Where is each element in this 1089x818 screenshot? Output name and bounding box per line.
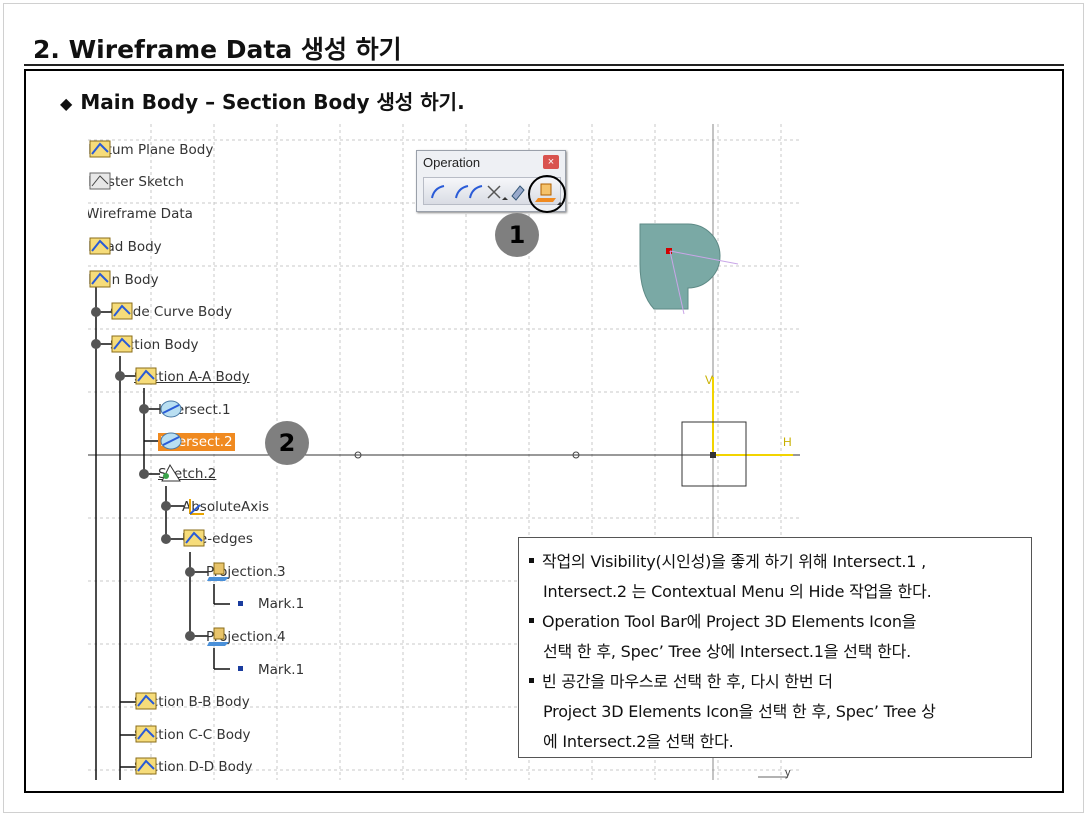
- shape-axis-h: [669, 250, 739, 265]
- sketch-body-icon: [89, 172, 111, 190]
- tree-item-wireframe-data[interactable]: Wireframe Data: [88, 202, 193, 226]
- projection-icon: [207, 627, 229, 646]
- project-3d-elements-icon[interactable]: [527, 174, 567, 214]
- tree-item-use-edges[interactable]: Use-edges: [182, 527, 253, 551]
- y-axis-label: y: [785, 767, 791, 779]
- tree-item-section-a-a-body[interactable]: Section A-A Body: [134, 365, 250, 389]
- note-line: Project 3D Elements Icon을 선택 한 후, Spec’ …: [543, 698, 936, 722]
- square-bullet-icon: [529, 558, 534, 563]
- intersect-icon: [160, 400, 182, 418]
- shape-origin-point: [666, 248, 672, 254]
- tree-item-intersect-1[interactable]: Intersect.1: [158, 398, 231, 422]
- step-marker-2: 2: [265, 421, 309, 465]
- tree-item-label: Master Sketch: [88, 174, 184, 190]
- tree-item-mark-1-b[interactable]: Mark.1: [258, 658, 304, 682]
- note-text: Intersect.2 는 Contextual Menu 의 Hide 작업을…: [543, 582, 932, 601]
- corner-icon: [431, 185, 445, 199]
- tree-item-label: Section D-D Body: [134, 759, 253, 775]
- tree-item-mark-1-a[interactable]: Mark.1: [258, 592, 304, 616]
- tree-item-label: Wireframe Data: [88, 206, 193, 222]
- tree-item-datum-plane-body[interactable]: Datum Plane Body: [88, 138, 213, 162]
- title-divider: [24, 64, 1064, 66]
- toolbar-title: Operation: [423, 155, 481, 170]
- body-icon: [183, 529, 205, 547]
- tree-connectors: [95, 279, 230, 780]
- note-line: Operation Tool Bar에 Project 3D Elements …: [529, 608, 916, 632]
- note-line: Intersect.2 는 Contextual Menu 의 Hide 작업을…: [543, 578, 932, 602]
- projection-icon: [207, 562, 229, 581]
- body-icon: [135, 367, 157, 385]
- tree-item-projection-4[interactable]: Projection.4: [206, 625, 286, 649]
- body-icon: [135, 725, 157, 743]
- tree-item-label: Mark.1: [258, 662, 305, 678]
- v-axis-label: V: [705, 373, 713, 387]
- tree-item-main-body[interactable]: Main Body: [88, 268, 159, 292]
- axis-point-2: [572, 451, 580, 459]
- tree-item-section-d-d-body[interactable]: Section D-D Body: [134, 755, 252, 779]
- symmetry-icon: [511, 185, 525, 201]
- note-text: 에 Intersect.2을 선택 한다.: [543, 732, 734, 751]
- tree-item-label: Section C-C Body: [134, 727, 251, 743]
- note-text: Project 3D Elements Icon을 선택 한 후, Spec’ …: [543, 702, 936, 721]
- axis-icon: [189, 499, 204, 515]
- axis-point-1: [354, 451, 362, 459]
- trim-icon: [487, 185, 508, 200]
- tree-item-label: Section A-A Body: [134, 369, 250, 385]
- page-title: 2. Wireframe Data 생성 하기: [33, 35, 402, 64]
- tree-item-sketch-2[interactable]: Sketch.2: [158, 462, 216, 486]
- tree-item-section-b-b-body[interactable]: Section B-B Body: [134, 690, 250, 714]
- sketch-origin: [710, 452, 716, 458]
- note-text: Operation Tool Bar에 Project 3D Elements …: [542, 612, 917, 631]
- tree-item-head-body[interactable]: Head Body: [88, 235, 162, 259]
- tree-item-guide-curve-body[interactable]: Guide Curve Body: [110, 300, 232, 324]
- tree-item-section-c-c-body[interactable]: Section C-C Body: [134, 723, 251, 747]
- subtitle: ◆ Main Body – Section Body 생성 하기.: [60, 86, 465, 115]
- tree-item-label: Guide Curve Body: [110, 304, 233, 320]
- slide-border: [3, 3, 1084, 813]
- tree-item-label: Section B-B Body: [134, 694, 250, 710]
- connect-curve-icon: [455, 185, 483, 199]
- body-icon: [89, 140, 111, 158]
- note-text: 선택 한 후, Spec’ Tree 상에 Intersect.1을 선택 한다…: [543, 642, 912, 661]
- body-icon: [111, 335, 133, 353]
- sketch-square: [681, 421, 747, 487]
- body-icon: [135, 692, 157, 710]
- close-icon[interactable]: ×: [543, 155, 559, 169]
- tree-item-label: Projection.4: [206, 629, 286, 645]
- mark-icons: [238, 601, 243, 671]
- toolbar-icons: [431, 185, 525, 201]
- tree-item-intersect-2[interactable]: Intersect.2: [158, 430, 235, 454]
- intersect-icon: [160, 432, 182, 450]
- note-text: 빈 공간을 마우스로 선택 한 후, 다시 한번 더: [542, 672, 833, 691]
- step-marker-1: 1: [495, 213, 539, 257]
- note-line: 작업의 Visibility(시인성)을 좋게 하기 위해 Intersect.…: [529, 548, 926, 572]
- tree-item-projection-3[interactable]: Projection.3: [206, 560, 286, 584]
- tree-item-label: Datum Plane Body: [88, 142, 214, 158]
- body-icon: [89, 270, 111, 288]
- tree-item-master-sketch[interactable]: Master Sketch: [88, 170, 184, 194]
- body-icon: [89, 237, 111, 255]
- body-icon: [135, 757, 157, 775]
- h-axis-label: H: [783, 435, 792, 449]
- body-icon: [111, 302, 133, 320]
- diamond-bullet-icon: ◆: [60, 94, 73, 113]
- tree-item-section-body[interactable]: Section Body: [110, 333, 199, 357]
- tree-expanders: [91, 307, 195, 641]
- subtitle-text: Main Body – Section Body 생성 하기.: [80, 90, 465, 114]
- section-shape: [639, 223, 721, 310]
- square-bullet-icon: [529, 678, 534, 683]
- tree-item-label: AbsoluteAxis: [182, 499, 270, 515]
- tree-item-label: Projection.3: [206, 564, 286, 580]
- note-line: 에 Intersect.2을 선택 한다.: [543, 728, 734, 752]
- shape-axis-v: [669, 250, 685, 315]
- catia-viewport[interactable]: V H y: [88, 124, 800, 780]
- note-line: 선택 한 후, Spec’ Tree 상에 Intersect.1을 선택 한다…: [543, 638, 911, 662]
- square-bullet-icon: [529, 618, 534, 623]
- instruction-note: 작업의 Visibility(시인성)을 좋게 하기 위해 Intersect.…: [518, 537, 1032, 758]
- note-line: 빈 공간을 마우스로 선택 한 후, 다시 한번 더: [529, 668, 833, 692]
- tree-item-absolute-axis[interactable]: AbsoluteAxis: [182, 495, 269, 519]
- sketch-icon: [161, 463, 181, 482]
- tree-item-label: Mark.1: [258, 596, 305, 612]
- note-text: 작업의 Visibility(시인성)을 좋게 하기 위해 Intersect.…: [542, 552, 926, 571]
